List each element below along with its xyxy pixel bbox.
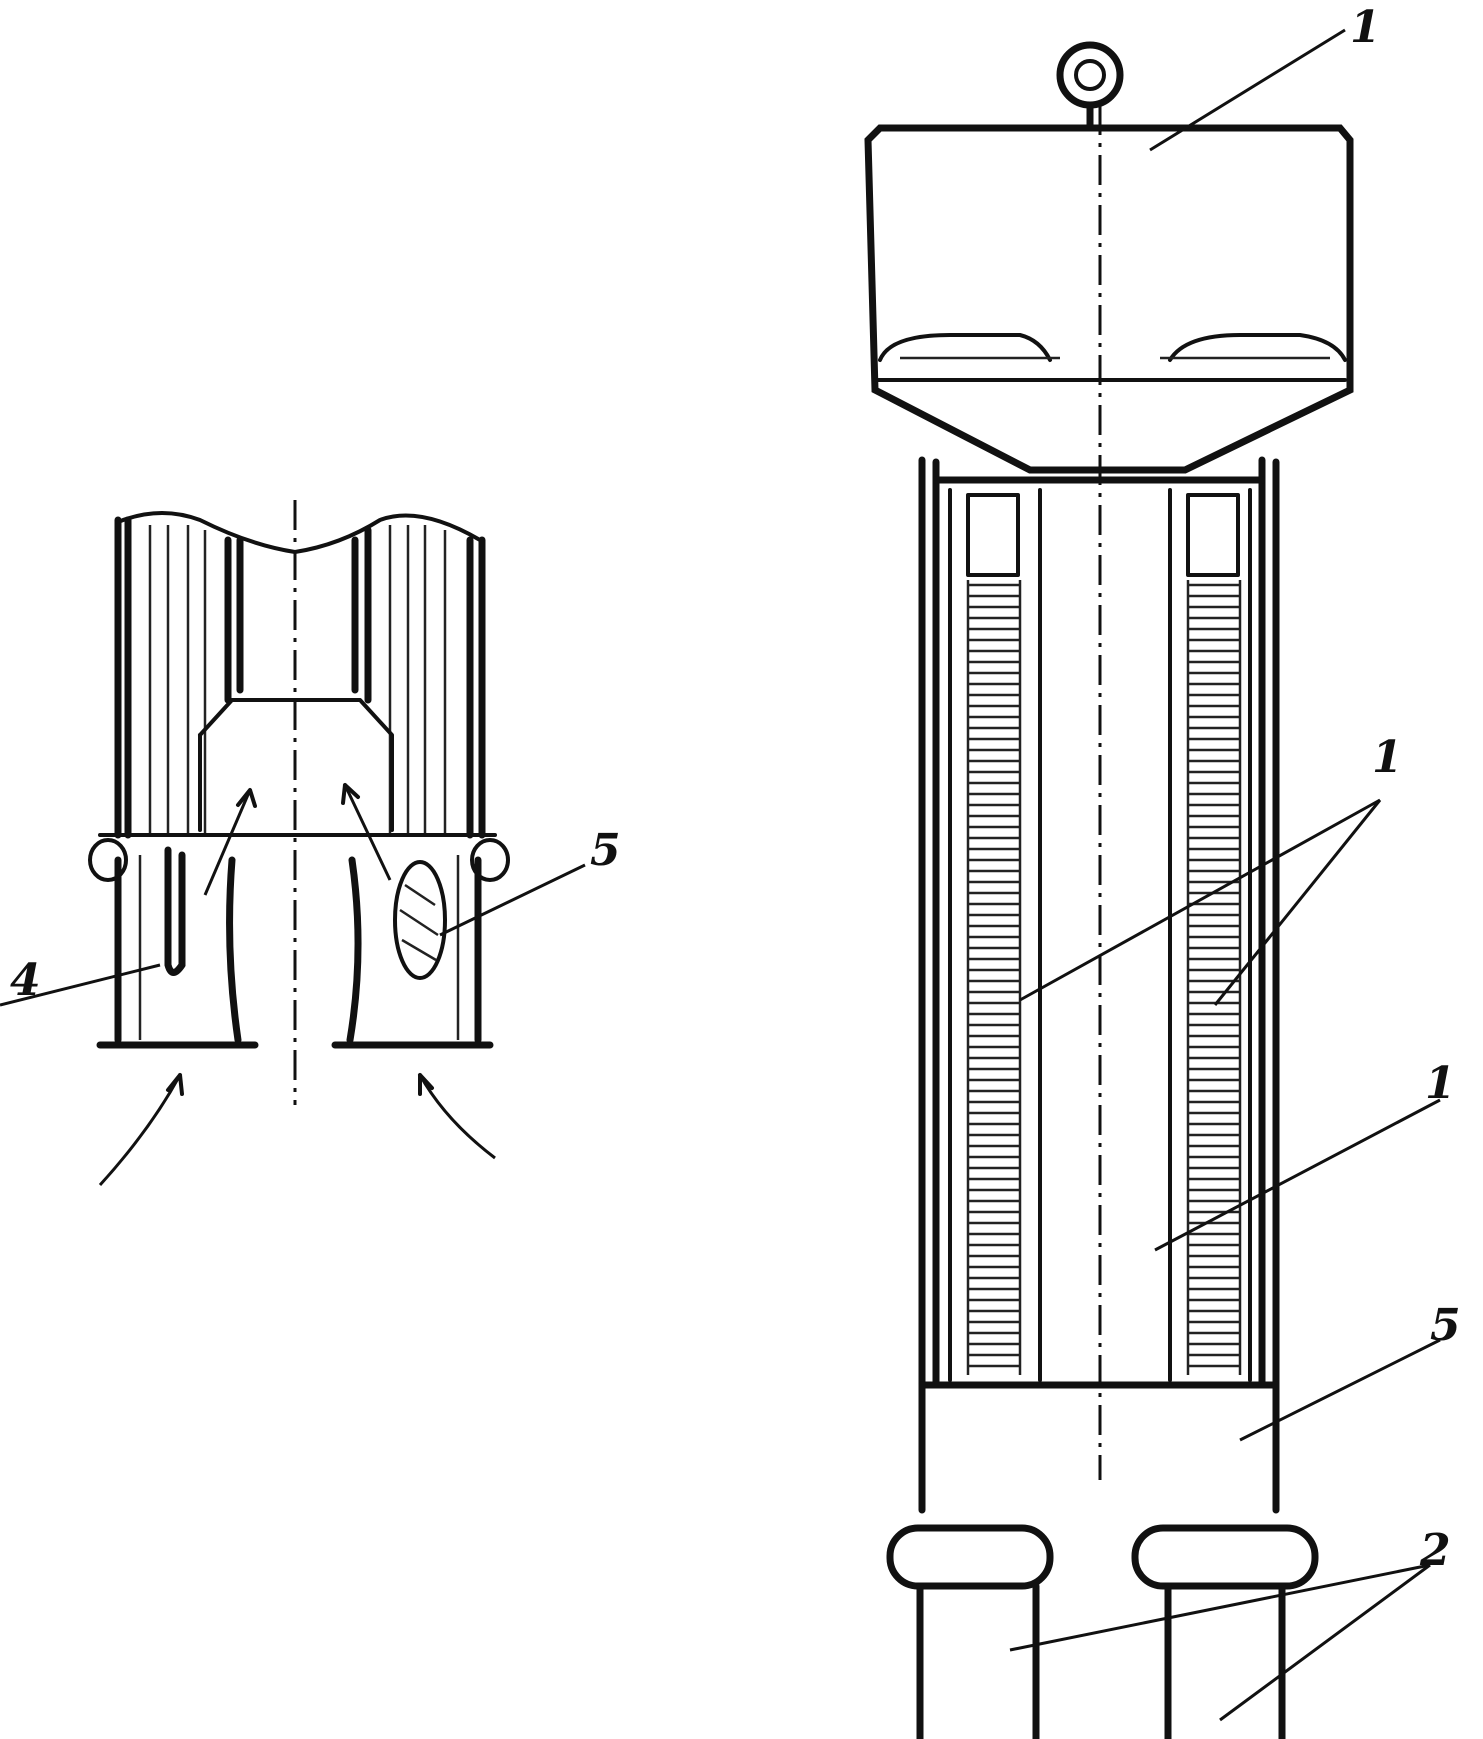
airflow-arrow-left <box>203 789 252 896</box>
left-tube-left <box>114 516 132 839</box>
left-tube-inner-lines <box>148 525 207 835</box>
left-detail-view <box>0 500 586 1187</box>
left-foot-pad <box>886 1524 1054 1590</box>
top-hopper <box>864 124 1354 474</box>
label-right-2: 2 <box>1419 1525 1451 1576</box>
airflow-arrow-right <box>343 784 392 881</box>
right-main-view <box>864 28 1441 1739</box>
flame-element-5 <box>393 860 447 980</box>
inflow-arrow-right <box>418 1074 496 1160</box>
left-tube-inner-wall <box>224 536 244 704</box>
leader-top-1 <box>1149 28 1346 152</box>
right-weld-bead <box>470 838 510 882</box>
left-coil-cap <box>966 493 1020 577</box>
outer-shell-right <box>1258 456 1280 1389</box>
right-heating-coil <box>1186 580 1242 1375</box>
right-leg <box>1164 1582 1286 1739</box>
outer-shell-left <box>918 456 940 1389</box>
right-nozzle <box>331 856 494 1049</box>
leader-mid-1c <box>1154 1098 1441 1252</box>
inflow-arrow-left <box>98 1074 182 1187</box>
label-right-top-1: 1 <box>1350 2 1381 53</box>
leader-5 <box>439 863 586 937</box>
left-heating-coil <box>966 580 1022 1375</box>
leader-right-2b <box>1219 1563 1431 1722</box>
left-leg <box>916 1582 1040 1739</box>
label-right-mid-1b: 1 <box>1425 1058 1456 1109</box>
base-block <box>918 1381 1280 1514</box>
left-nozzle <box>96 856 259 1049</box>
hopper-left-lobe <box>878 333 1052 362</box>
label-left-4: 4 <box>10 955 41 1006</box>
leader-right-2a <box>1009 1563 1431 1652</box>
label-right-mid-1a: 1 <box>1372 732 1403 783</box>
hopper-right-lobe <box>1168 333 1347 362</box>
inner-chamber <box>198 698 394 832</box>
right-tube-inner-lines <box>388 525 447 835</box>
label-left-5: 5 <box>590 825 621 876</box>
left-weld-bead <box>88 838 128 882</box>
leader-4 <box>0 963 161 1007</box>
section-break-top <box>116 511 482 554</box>
leader-mid-1b <box>1213 799 1382 1006</box>
leader-right-5 <box>1239 1338 1441 1442</box>
right-coil-cap <box>1186 493 1240 577</box>
right-tube-right <box>466 536 486 839</box>
label-right-5: 5 <box>1430 1300 1461 1351</box>
right-coil-channel <box>1168 488 1252 1382</box>
right-tube-inner-wall <box>351 526 372 704</box>
lifting-eye <box>1056 41 1124 109</box>
left-coil-channel <box>948 488 1042 1382</box>
slot-element-4 <box>164 846 186 976</box>
leader-mid-1a <box>1019 798 1381 1002</box>
right-foot-pad <box>1131 1524 1319 1590</box>
